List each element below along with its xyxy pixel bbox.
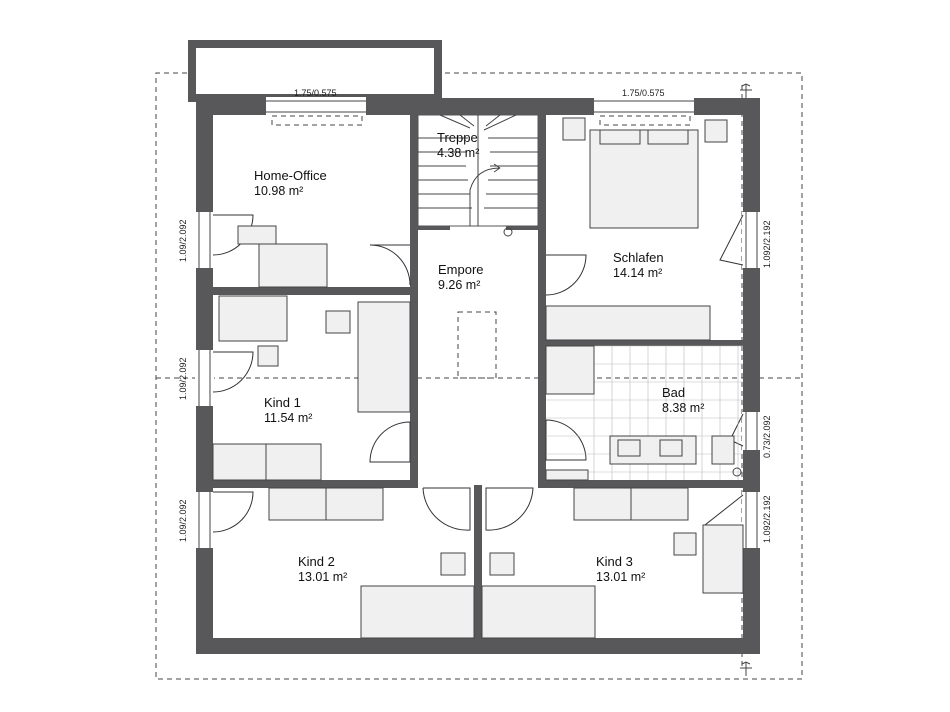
kind1-wardrobe xyxy=(357,301,411,413)
dim-window-left-middle: 1.09/2.092 xyxy=(178,357,188,400)
door-kind1-window xyxy=(212,351,254,393)
kind1-name: Kind 1 xyxy=(264,395,301,410)
empore-void xyxy=(457,311,497,379)
kind3-desk xyxy=(481,585,596,639)
empore-area: 9.26 m² xyxy=(438,278,480,292)
home-office-area: 10.98 m² xyxy=(254,184,303,198)
door-empore-left-upper xyxy=(369,244,411,286)
kind3-area: 13.01 m² xyxy=(596,570,645,584)
door-bad xyxy=(545,419,587,461)
furniture xyxy=(212,117,744,639)
bad-area: 8.38 m² xyxy=(662,401,704,415)
kind2-name: Kind 2 xyxy=(298,554,335,569)
north-markers xyxy=(740,83,752,676)
home-office-name: Home-Office xyxy=(254,168,327,183)
schlafen-name: Schlafen xyxy=(613,250,664,265)
kind1-area: 11.54 m² xyxy=(264,411,312,425)
kind3-cabinet xyxy=(702,524,744,594)
treppe-area: 4.38 m² xyxy=(437,146,479,160)
schlafen-nightstand-left xyxy=(562,117,586,141)
staircase xyxy=(417,114,539,237)
door-kind3 xyxy=(485,487,534,531)
bad-sink-right xyxy=(659,439,683,457)
dim-window-right-lower: 1.092/2.192 xyxy=(762,495,772,543)
kind2-desk xyxy=(360,585,475,639)
bad-shower xyxy=(545,469,589,481)
door-kind1 xyxy=(369,421,411,463)
room-labels: Home-Office 10.98 m² Treppe 4.38 m² Schl… xyxy=(254,130,704,584)
home-office-cabinet xyxy=(237,225,277,245)
schlafen-nightstand-right xyxy=(704,119,728,143)
kind1-bed xyxy=(212,443,322,481)
dim-window-left-upper: 1.09/2.092 xyxy=(178,219,188,262)
door-empore-right-upper xyxy=(545,254,587,296)
bad-bathtub xyxy=(545,345,595,395)
windows xyxy=(195,97,761,548)
empore-name: Empore xyxy=(438,262,484,277)
kind2-area: 13.01 m² xyxy=(298,570,347,584)
bad-name: Bad xyxy=(662,385,685,400)
door-kind2 xyxy=(422,487,471,531)
dim-window-left-lower: 1.09/2.092 xyxy=(178,499,188,542)
kind1-chair-2 xyxy=(257,345,279,367)
kind3-chair-2 xyxy=(673,532,697,556)
kind2-chair xyxy=(440,552,466,576)
dimension-labels: 1.75/0.575 1.75/0.575 1.09/2.092 1.09/2.… xyxy=(178,88,772,543)
kind3-chair xyxy=(489,552,515,576)
bad-drain xyxy=(732,467,742,477)
bad-toilet xyxy=(711,435,735,465)
dim-window-top-right: 1.75/0.575 xyxy=(622,88,665,98)
dim-window-right-upper: 1.092/2.192 xyxy=(762,220,772,268)
treppe-name: Treppe xyxy=(437,130,478,145)
schlafen-area: 14.14 m² xyxy=(613,266,662,280)
door-kind2-window xyxy=(212,491,254,533)
home-office-desk xyxy=(258,243,328,288)
kind1-chair xyxy=(325,310,351,334)
kind3-name: Kind 3 xyxy=(596,554,633,569)
schlafen-pillow-left xyxy=(599,129,641,145)
bad-sink-left xyxy=(617,439,641,457)
interior-walls xyxy=(213,115,743,638)
schlafen-pillow-right xyxy=(647,129,689,145)
kind1-desk xyxy=(218,295,288,342)
door-schlafen-window xyxy=(719,214,744,266)
schlafen-wardrobe xyxy=(545,305,711,341)
dim-window-right-middle: 0.73/2.092 xyxy=(762,415,772,458)
schlafen-bed xyxy=(589,129,699,229)
dim-window-top-left: 1.75/0.575 xyxy=(294,88,337,98)
